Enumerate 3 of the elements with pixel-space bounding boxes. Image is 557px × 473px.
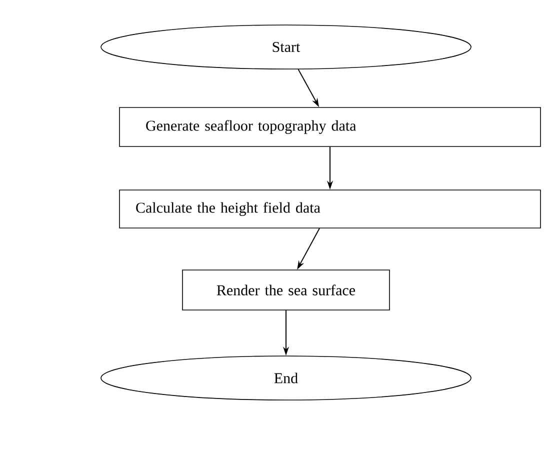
process-box: Calculate the height field data xyxy=(119,190,541,228)
process-box: Generate seafloor topography data xyxy=(119,107,541,147)
process-box: Render the sea surface xyxy=(182,270,390,310)
